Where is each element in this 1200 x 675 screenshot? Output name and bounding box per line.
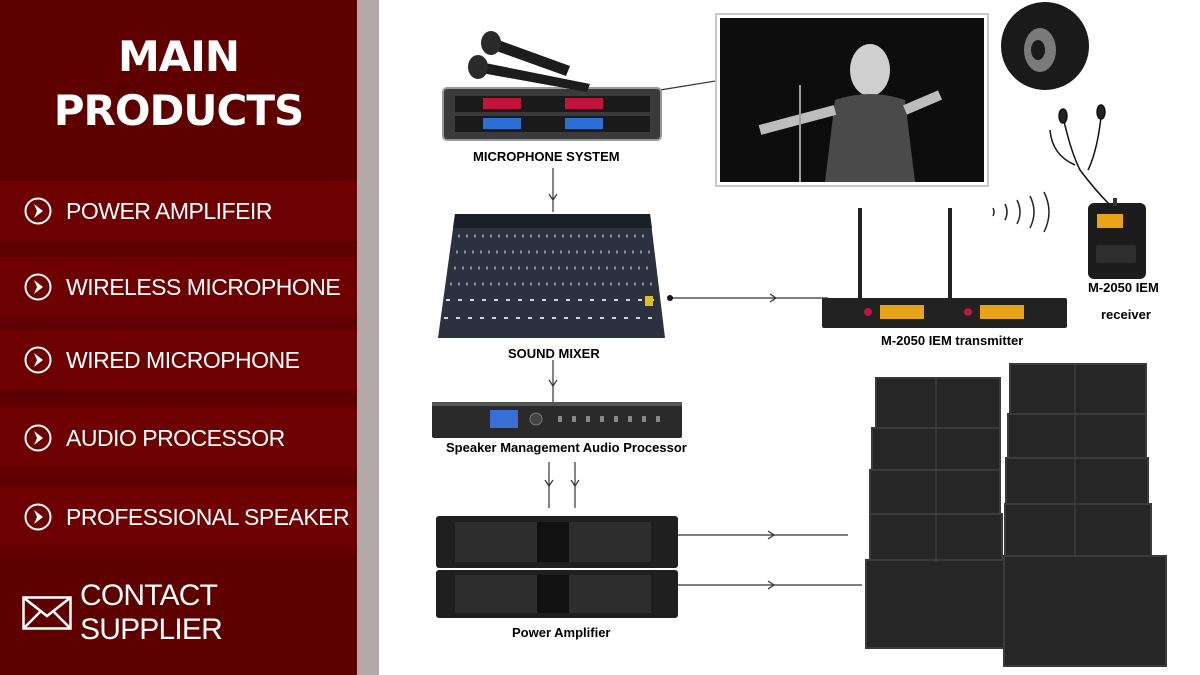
line-array-speakers-image: [865, 363, 1167, 667]
sidebar-item-wired-microphone[interactable]: WIRED MICROPHONE: [0, 330, 357, 390]
speaker-grille-lines: [935, 364, 1076, 562]
iem-receiver-image: [1088, 198, 1146, 279]
caption-iem-receiver-line2: receiver: [1101, 307, 1151, 322]
chevron-right-icon: [24, 197, 52, 225]
sidebar-divider: [357, 0, 379, 675]
sidebar-item-label: PROFESSIONAL SPEAKER: [66, 503, 350, 530]
chevron-right-icon: [24, 273, 52, 301]
sidebar-item-label: POWER AMPLIFEIR: [66, 197, 272, 224]
mail-icon: [22, 596, 72, 630]
caption-power-amplifier: Power Amplifier: [512, 625, 611, 640]
microphone-system-image: [442, 31, 662, 141]
chevron-right-icon: [24, 346, 52, 374]
chevron-right-icon: [24, 424, 52, 452]
power-amplifier-image: [436, 516, 678, 618]
performer-photo: [715, 13, 989, 187]
in-ear-photo: [1001, 2, 1089, 90]
signal-waves-icon: [992, 191, 1050, 233]
title-line-products: PRODUCTS: [53, 86, 305, 135]
contact-supplier-label: CONTACT SUPPLIER: [80, 579, 223, 646]
sidebar-item-power-amplifier[interactable]: POWER AMPLIFEIR: [0, 181, 357, 241]
caption-sound-mixer: SOUND MIXER: [508, 346, 600, 361]
sound-mixer-image: [438, 214, 665, 338]
sidebar-item-label: WIRELESS MICROPHONE: [66, 273, 341, 300]
iem-transmitter-image: [822, 208, 1067, 328]
chevron-right-icon: [24, 503, 52, 531]
caption-audio-processor: Speaker Management Audio Processor: [446, 440, 687, 455]
earphones-image: [1049, 104, 1111, 206]
diagram-canvas: [432, 2, 1167, 667]
caption-iem-transmitter: M-2050 IEM transmitter: [881, 333, 1024, 348]
caption-iem-receiver-line1: M-2050 IEM: [1088, 280, 1159, 295]
sidebar: MAIN PRODUCTS POWER AMPLIFEIR WIRELESS M…: [0, 0, 357, 675]
connector-dot: [667, 295, 673, 301]
system-diagram: MICROPHONE SYSTEM SOUND MIXER M-2050 IEM…: [379, 0, 1200, 675]
audio-processor-image: [432, 402, 682, 438]
page-title: MAIN PRODUCTS: [0, 30, 357, 138]
contact-supplier-button[interactable]: CONTACT SUPPLIER: [0, 579, 357, 646]
sidebar-item-wireless-microphone[interactable]: WIRELESS MICROPHONE: [0, 257, 357, 317]
sidebar-item-label: AUDIO PROCESSOR: [66, 424, 285, 451]
title-line-main: MAIN: [117, 32, 240, 81]
sidebar-item-audio-processor[interactable]: AUDIO PROCESSOR: [0, 408, 357, 468]
sidebar-item-label: WIRED MICROPHONE: [66, 346, 300, 373]
sidebar-item-professional-speaker[interactable]: PROFESSIONAL SPEAKER: [0, 487, 357, 547]
caption-microphone-system: MICROPHONE SYSTEM: [473, 149, 620, 164]
